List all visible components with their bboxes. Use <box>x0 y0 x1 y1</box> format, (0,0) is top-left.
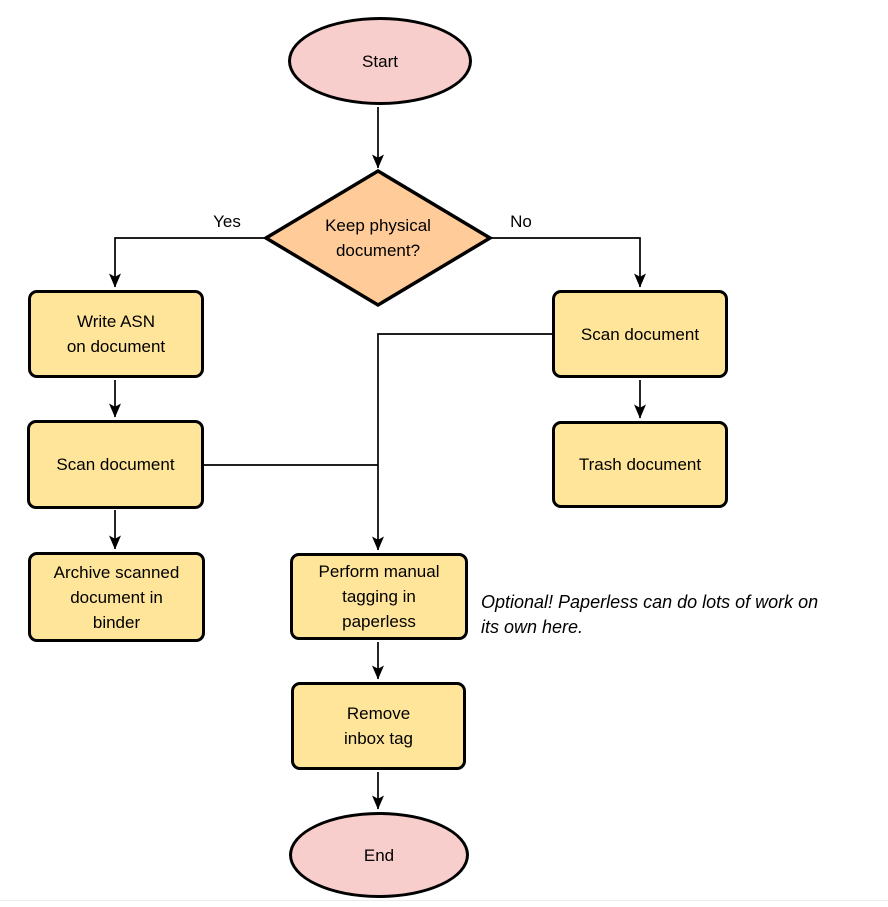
start-node-label: Start <box>362 51 398 71</box>
edge-decision-yes-to-write-asn <box>109 237 264 288</box>
scan-document-right-node: Scan document <box>552 290 728 378</box>
trash-document-node: Trash document <box>552 421 728 508</box>
remove-inbox-tag-label: Remove inbox tag <box>344 704 413 748</box>
branch-yes-label: Yes <box>213 212 241 231</box>
optional-annotation: Optional! Paperless can do lots of work … <box>481 590 818 640</box>
perform-tagging-label: Perform manual tagging in paperless <box>318 562 440 631</box>
optional-annotation-line1: Optional! Paperless can do lots of work … <box>481 592 819 612</box>
remove-inbox-tag-node: Remove inbox tag <box>291 682 466 770</box>
branch-no-label: No <box>510 212 532 231</box>
start-node: Start <box>288 17 472 105</box>
bottom-divider-line <box>0 900 888 901</box>
decision-diamond-shape <box>262 168 494 308</box>
optional-annotation-line2: its own here. <box>481 617 584 637</box>
perform-tagging-node: Perform manual tagging in paperless <box>290 553 468 640</box>
scan-document-left-label: Scan document <box>56 455 175 474</box>
write-asn-node-label: Write ASN on document <box>66 312 166 356</box>
scan-document-right-label: Scan document <box>580 324 700 344</box>
end-node: End <box>289 812 469 898</box>
edge-scan-right-to-perform-tagging <box>372 333 552 551</box>
scan-document-left-node: Scan document <box>27 420 204 509</box>
decision-node-label: Keep physical document? <box>325 216 431 260</box>
end-node-label: End <box>363 845 395 865</box>
edge-decision-no-to-scan-right <box>491 237 646 288</box>
archive-node: Archive scanned document in binder <box>28 552 205 642</box>
trash-document-label: Trash document <box>578 455 702 474</box>
archive-node-label: Archive scanned document in binder <box>53 562 180 632</box>
write-asn-node: Write ASN on document <box>28 290 204 378</box>
